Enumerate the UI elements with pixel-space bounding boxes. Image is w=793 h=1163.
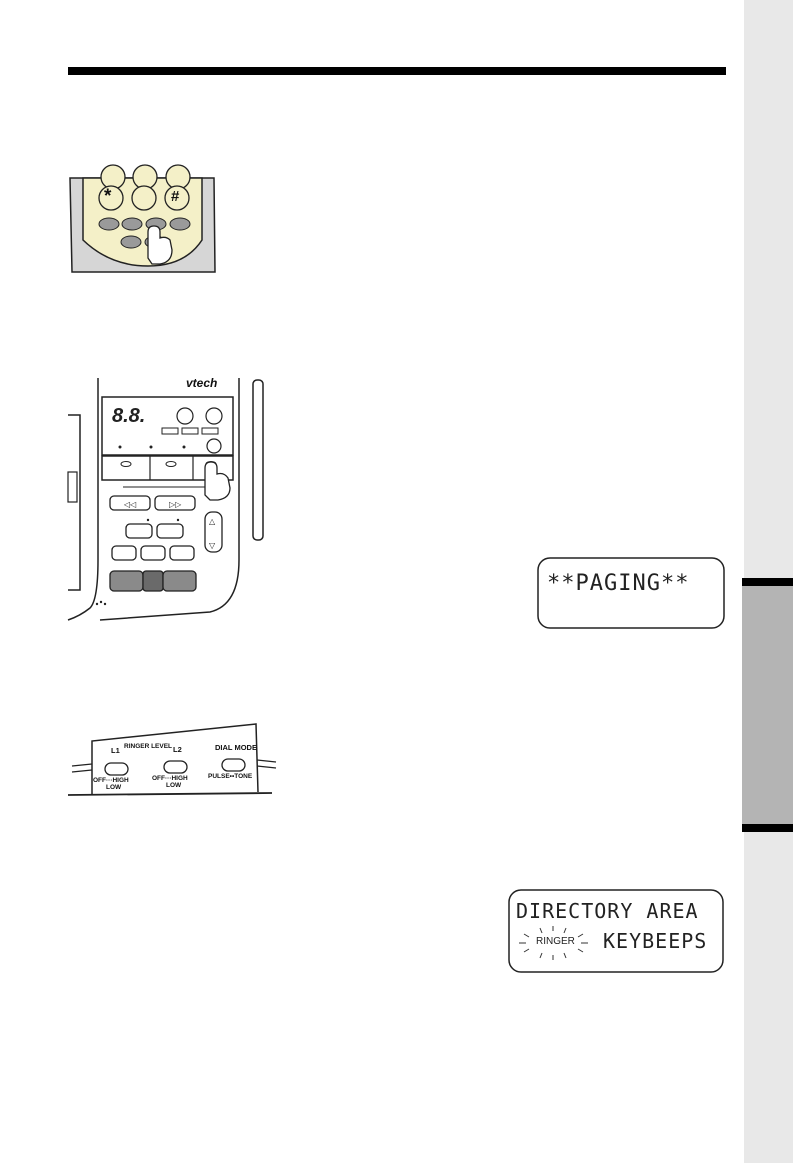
l2-label: L2 [173,745,182,754]
base-digit-display: 8.8. [112,405,145,428]
l2-low-label: LOW [166,782,181,789]
base-brand-logo: vtech [186,376,217,390]
star-key-label: * [104,186,111,208]
svg-text:▷▷: ▷▷ [169,500,182,509]
l1-off-high-label: OFF···HIGH [93,777,129,784]
pulse-tone-label: PULSE••TONE [208,773,252,780]
side-tab-top-rule [742,578,793,586]
svg-text:▽: ▽ [209,541,216,550]
header-rule [68,67,726,75]
side-tab-bottom-rule [742,824,793,832]
pound-key-label: # [171,188,179,205]
ringer-level-label: RINGER LEVEL [124,743,172,750]
menu-display-ringer: RINGER [536,936,575,947]
side-tab-section [742,586,793,824]
base-unit-illustration: ◁◁ ▷▷ △ ▽ [68,378,263,620]
svg-text:△: △ [209,517,216,526]
menu-display-keybeeps: KEYBEEPS [603,929,707,953]
l1-low-label: LOW [106,784,121,791]
svg-text:◁◁: ◁◁ [123,500,136,509]
l1-label: L1 [111,746,120,755]
handset-keypad-illustration [70,165,215,272]
paging-display-text: **PAGING** [547,571,689,596]
l2-off-high-label: OFF···HIGH [152,775,188,782]
dial-mode-label: DIAL MODE [215,743,257,752]
menu-display-top: DIRECTORY AREA [516,899,699,923]
